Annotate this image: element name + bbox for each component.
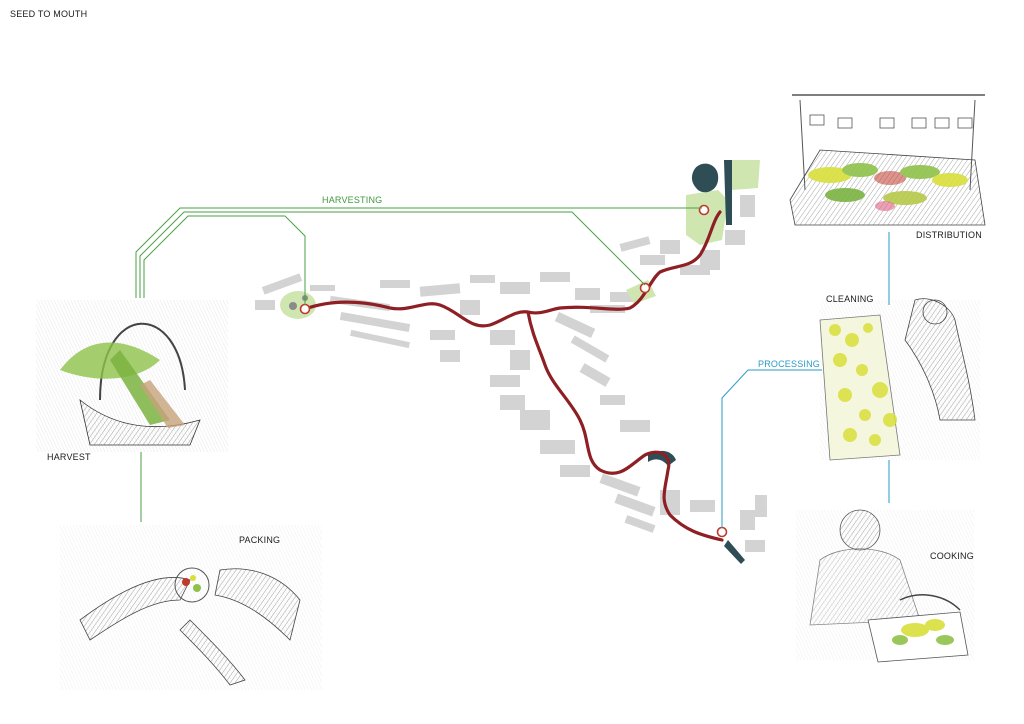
stop-marker-south: [716, 526, 728, 538]
stop-marker-north: [698, 204, 710, 216]
city-map: [255, 160, 767, 564]
harvest-basket-sketch: [36, 300, 228, 452]
stop-marker-northeast: [639, 282, 651, 294]
distribution-market-sketch: [789, 94, 986, 226]
page-title: SEED TO MOUTH: [10, 9, 88, 19]
map-parks: [280, 160, 760, 319]
packing-hands-sketch: [60, 525, 322, 690]
cooking-chef-sketch: [796, 509, 974, 663]
stage-label-distribution: DISTRIBUTION: [916, 230, 982, 240]
route-line: [303, 210, 724, 542]
route-label-harvesting: HARVESTING: [322, 195, 383, 205]
cleaning-produce: [829, 323, 897, 446]
market-produce: [808, 163, 968, 211]
processing-connectors: [721, 232, 890, 528]
route-stops: [299, 204, 728, 538]
stop-marker-west: [299, 303, 311, 315]
cooking-produce: [892, 619, 954, 645]
cleaning-sketch: [819, 298, 980, 461]
map-buildings: [255, 195, 767, 552]
route-label-processing: PROCESSING: [758, 359, 821, 369]
harvesting-connectors: [135, 207, 702, 522]
stage-label-cleaning: CLEANING: [826, 294, 874, 304]
stage-label-harvest: HARVEST: [47, 452, 91, 462]
